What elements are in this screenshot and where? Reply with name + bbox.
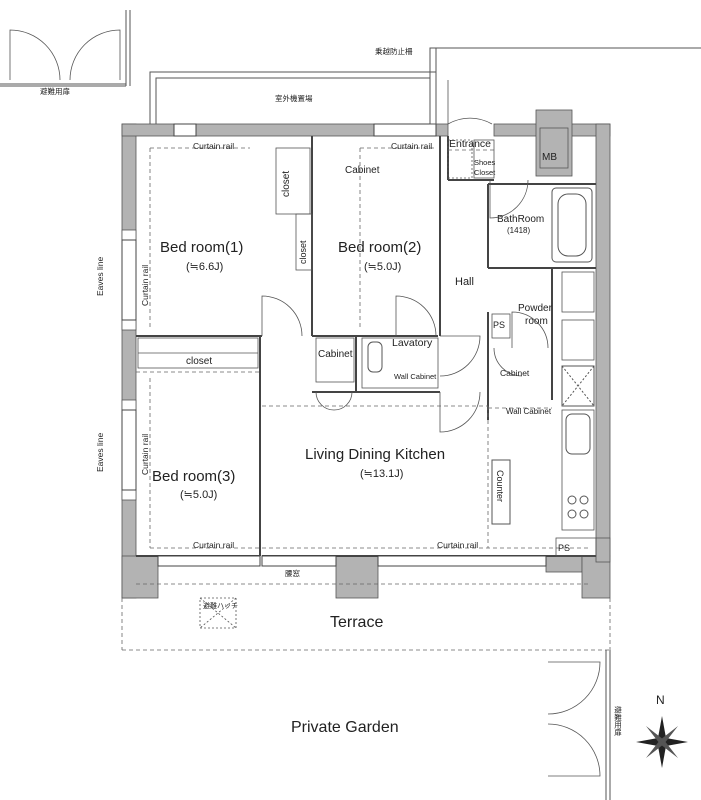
bathtub [551, 187, 593, 263]
closet-label-1: closet [281, 170, 292, 197]
kitchen-fixtures [491, 365, 595, 525]
outdoor-unit-label: 室外機置場 [275, 94, 313, 103]
cabinet-label-3: Cabinet [500, 368, 530, 378]
mb-label: MB [542, 152, 557, 163]
ldk-label: Living Dining Kitchen [305, 446, 446, 463]
terrace-label: Terrace [330, 614, 384, 631]
door-swings [9, 29, 601, 777]
compass-north-label: N [656, 693, 665, 707]
bed2-size: (≒5.0J) [364, 261, 402, 273]
curtain-rail-4: Curtain rail [437, 540, 479, 550]
eaves-line-1: Eaves line [95, 256, 105, 296]
lavatory-sink [367, 341, 383, 373]
outdoor-area [0, 10, 701, 800]
ldk-size: (≒13.1J) [360, 468, 404, 480]
cabinet-label-1: Cabinet [345, 165, 380, 176]
evac-door-label-1: 避難用扉 [40, 87, 70, 96]
wall-cabinet-label-2: Wall Cabinet [506, 407, 552, 416]
ps-label-2: PS [558, 543, 571, 553]
hatch-label: 避難ハッチ [203, 603, 238, 610]
curtain-rail-6: Curtain rail [140, 433, 150, 475]
windows [121, 123, 547, 567]
bed2-label: Bed room(2) [338, 239, 422, 256]
shoes-label: Shoes [474, 158, 496, 167]
closet-label-2: closet [298, 240, 308, 264]
shoes-closet-label: Closet [474, 168, 496, 177]
powder-label: Powder [518, 303, 552, 314]
curtain-rail-5: Curtain rail [140, 264, 150, 306]
hall-label: Hall [455, 276, 474, 288]
bathroom-label: BathRoom [497, 214, 545, 225]
curtain-rail-2: Curtain rail [391, 141, 433, 151]
counter-label: Counter [495, 470, 505, 503]
fence-label: 乗越防止柵 [375, 47, 413, 56]
evac-door-label-2: 避難用扉 [613, 706, 623, 736]
wall-cabinet-label-1: Wall Cabinet [394, 372, 437, 381]
curtain-rail-1: Curtain rail [193, 141, 235, 151]
closet-label-3: closet [186, 356, 213, 367]
powder-label-2: room [525, 316, 548, 327]
compass-rose-icon [636, 716, 688, 768]
bed1-label: Bed room(1) [160, 239, 244, 256]
lavatory-label: Lavatory [392, 337, 433, 349]
garden-label: Private Garden [291, 719, 399, 736]
curtain-rail-3: Curtain rail [193, 540, 235, 550]
cabinet-label-2: Cabinet [318, 349, 353, 360]
evac-hatch [199, 597, 237, 629]
entrance-label: Entrance [449, 138, 492, 150]
window-label: 腰窓 [285, 569, 300, 578]
eaves-line-2: Eaves line [95, 432, 105, 472]
bed3-label: Bed room(3) [152, 468, 236, 485]
closets [137, 127, 597, 557]
bed1-size: (≒6.6J) [186, 261, 224, 273]
dashed-lines [121, 147, 611, 651]
ps-label-1: PS [493, 320, 506, 330]
bed3-size: (≒5.0J) [180, 489, 218, 501]
bathroom-size: (1418) [507, 226, 531, 235]
